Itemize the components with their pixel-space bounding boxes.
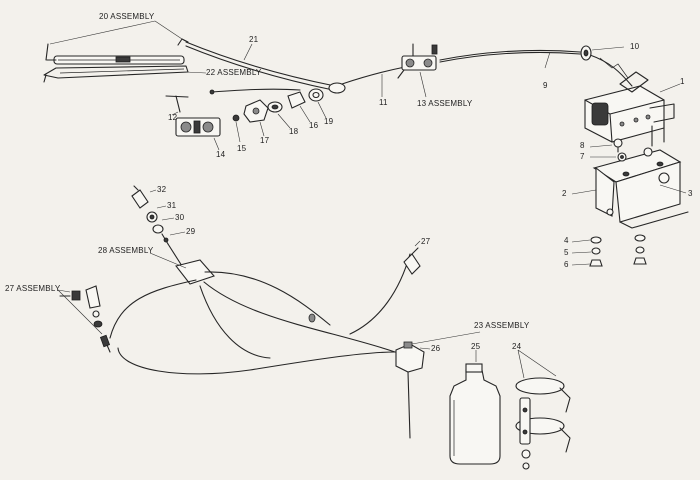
wiper-arm bbox=[177, 38, 346, 94]
fixings-4-5-6 bbox=[571, 234, 647, 267]
label-7: 7 bbox=[580, 152, 585, 161]
label-29: 29 bbox=[186, 227, 196, 236]
wheelbox-14 bbox=[175, 117, 221, 151]
spindle-12 bbox=[165, 95, 189, 116]
label-18: 18 bbox=[289, 127, 299, 136]
label-20-assembly: 20 ASSEMBLY bbox=[99, 12, 155, 21]
label-11: 11 bbox=[379, 98, 388, 107]
jet-items-29-32 bbox=[131, 185, 186, 245]
label-19: 19 bbox=[324, 117, 334, 126]
label-32: 32 bbox=[157, 185, 167, 194]
reservoir-cap-26 bbox=[395, 331, 481, 439]
reservoir-25 bbox=[449, 350, 501, 465]
cable-rack bbox=[341, 49, 633, 87]
motor-bracket bbox=[571, 149, 689, 229]
bush-16 bbox=[287, 91, 311, 123]
grommets-7-8 bbox=[589, 138, 653, 162]
cable-rack-short bbox=[209, 88, 301, 95]
washer-15 bbox=[232, 114, 241, 143]
label-3: 3 bbox=[688, 189, 693, 198]
label-27-assembly: 27 ASSEMBLY bbox=[5, 284, 61, 293]
label-1: 1 bbox=[680, 77, 685, 86]
label-16: 16 bbox=[309, 121, 319, 130]
nut-17 bbox=[243, 99, 269, 137]
washer-19 bbox=[308, 88, 327, 119]
label-30: 30 bbox=[175, 213, 185, 222]
label-24: 24 bbox=[512, 342, 522, 351]
label-17: 17 bbox=[260, 136, 270, 145]
grommet-10 bbox=[580, 45, 625, 61]
label-22-assembly: 22 ASSEMBLY bbox=[206, 68, 262, 77]
label-9: 9 bbox=[543, 81, 548, 90]
leader-20a bbox=[49, 20, 156, 45]
label-5: 5 bbox=[564, 248, 569, 257]
label-27-right: 27 bbox=[421, 237, 431, 246]
washer-tubes bbox=[109, 243, 411, 375]
wiper-motor bbox=[584, 71, 681, 153]
wheelbox-13 bbox=[397, 43, 438, 98]
leader-22 bbox=[185, 71, 207, 74]
leader-20b bbox=[154, 20, 186, 42]
wiper-blade-upper bbox=[45, 43, 185, 65]
label-28-assembly: 28 ASSEMBLY bbox=[98, 246, 154, 255]
washer-jet-left bbox=[57, 285, 111, 353]
label-6: 6 bbox=[564, 260, 569, 269]
reservoir-bracket-24 bbox=[515, 349, 571, 470]
label-21: 21 bbox=[249, 35, 259, 44]
label-4: 4 bbox=[564, 236, 569, 245]
seal-18 bbox=[267, 101, 291, 129]
label-14: 14 bbox=[216, 150, 226, 159]
label-26: 26 bbox=[431, 344, 441, 353]
label-8: 8 bbox=[580, 141, 585, 150]
label-31: 31 bbox=[167, 201, 177, 210]
wiper-blade-lower bbox=[43, 65, 189, 83]
label-15: 15 bbox=[237, 144, 247, 153]
label-12: 12 bbox=[168, 113, 178, 122]
label-25: 25 bbox=[471, 342, 481, 351]
label-10: 10 bbox=[630, 42, 640, 51]
washer-jet-right bbox=[403, 240, 421, 275]
label-13-assembly: 13 ASSEMBLY bbox=[417, 99, 473, 108]
label-23-assembly: 23 ASSEMBLY bbox=[474, 321, 530, 330]
label-2: 2 bbox=[562, 189, 567, 198]
